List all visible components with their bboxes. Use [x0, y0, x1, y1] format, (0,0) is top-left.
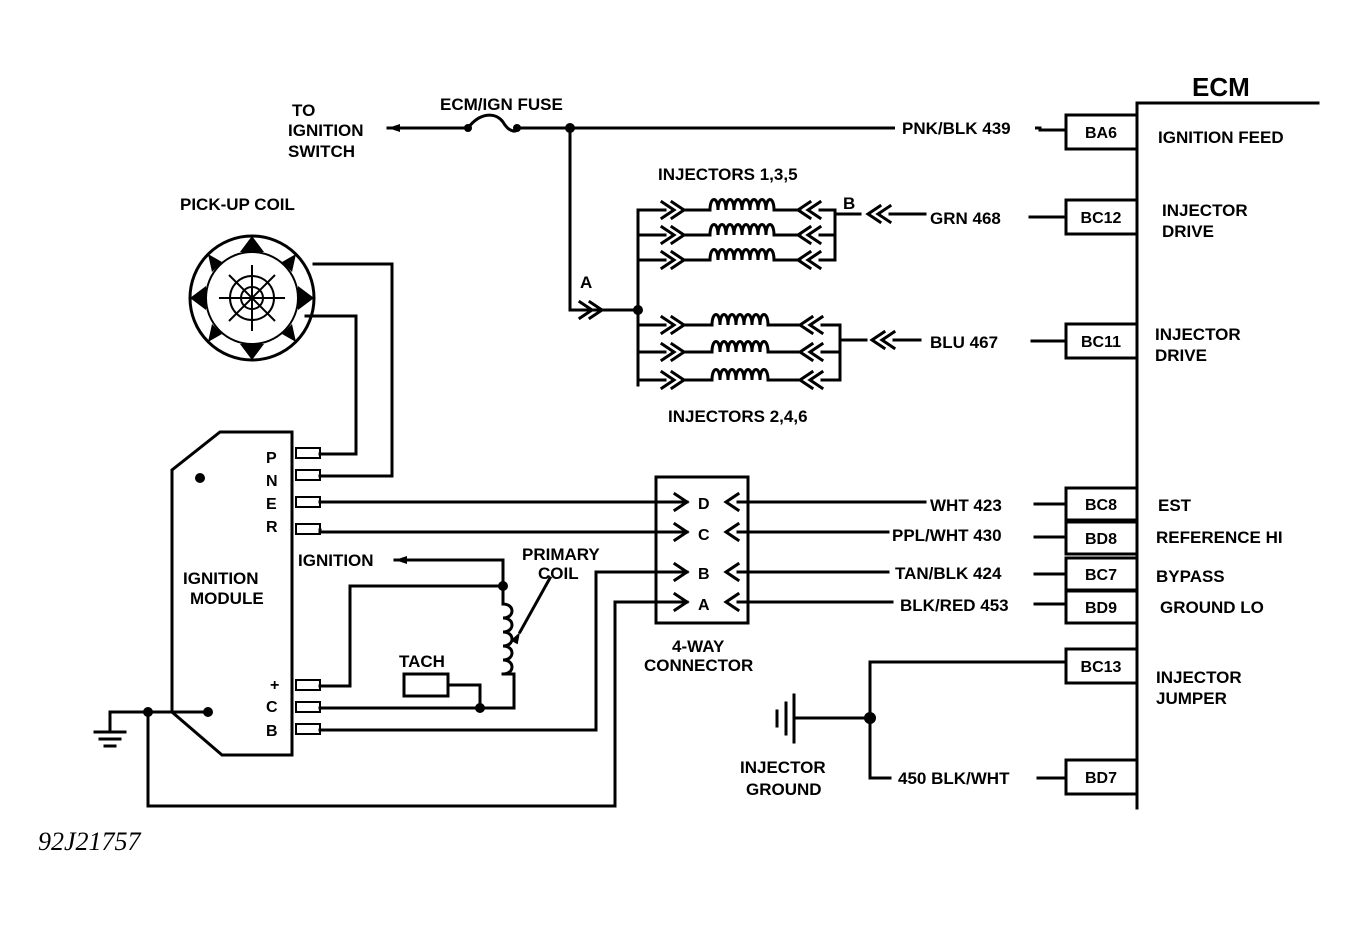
- connector-name-line-1: 4-WAY: [672, 637, 725, 656]
- pin-bc12-label: BC12: [1081, 210, 1122, 227]
- primary-coil-line-2: COIL: [538, 564, 579, 583]
- connector-pin-c: C: [698, 527, 710, 544]
- connector-ecm-wires: WHT 423 PPL/WHT 430 TAN/BLK 424 BLK/RED …: [736, 496, 1068, 615]
- pin-bc13-function-2: JUMPER: [1156, 689, 1227, 708]
- pin-bc11-label: BC11: [1081, 334, 1121, 351]
- module-pin-e: E: [266, 496, 277, 513]
- pin-bd9-function: GROUND LO: [1160, 598, 1264, 617]
- injectors-135-label: INJECTORS 1,3,5: [658, 165, 798, 184]
- ecm-pin-bc8: BC8 EST: [1064, 486, 1192, 522]
- pin-ba6-function: IGNITION FEED: [1158, 128, 1284, 147]
- pin-bc11-function-1: INJECTOR: [1155, 325, 1241, 344]
- pin-bd7-label: BD7: [1085, 770, 1117, 787]
- wire-tan-blk-424: TAN/BLK 424: [895, 564, 1002, 583]
- module-pin-n: N: [266, 473, 278, 490]
- wire-ppl-wht-430: PPL/WHT 430: [892, 526, 1002, 545]
- module-pin-c: C: [266, 699, 278, 716]
- to-ignition-line-1: TO: [292, 101, 315, 120]
- four-way-connector: D C B A 4-WAY CONNECTOR: [644, 475, 753, 675]
- fuse-symbol: [465, 113, 520, 133]
- pin-ba6-label: BA6: [1085, 125, 1117, 142]
- injector-ground-line-2: GROUND: [746, 780, 822, 799]
- pin-bc8-label: BC8: [1085, 497, 1117, 514]
- ignition-module-line-1: IGNITION: [183, 569, 259, 588]
- ignition-module: IGNITION MODULE P N E R + C B: [170, 430, 321, 757]
- module-pin-b: B: [266, 723, 278, 740]
- splice-a-connector: [577, 299, 605, 321]
- primary-coil-line-1: PRIMARY: [522, 545, 600, 564]
- connector-pin-a: A: [698, 597, 710, 614]
- ecm-pin-bc13: BC13 INJECTOR JUMPER: [1064, 647, 1242, 708]
- ignition-output-label: IGNITION: [298, 551, 374, 570]
- pickup-coil-label: PICK-UP COIL: [180, 195, 295, 214]
- pin-bc13-label: BC13: [1081, 659, 1122, 676]
- splice-a-label: A: [580, 273, 592, 292]
- ignition-feed-circuit: A TO IGNITION SWITCH ECM/IGN FUSE PNK/BL…: [288, 95, 1068, 321]
- pin-bd8-function: REFERENCE HI: [1156, 528, 1283, 547]
- injectors-246-bank: BLU 467 INJECTORS 2,4,6: [633, 305, 1068, 426]
- figure-id: 92J21757: [38, 827, 142, 856]
- injectors-135-bank: INJECTORS 1,3,5 B GRN 468: [636, 165, 1068, 387]
- tach-label: TACH: [399, 652, 445, 671]
- connector-pin-b: B: [698, 566, 710, 583]
- primary-coil-winding: [501, 602, 514, 676]
- splice-b-label: B: [843, 194, 855, 213]
- pin-bd9-label: BD9: [1085, 600, 1117, 617]
- ignition-module-line-2: MODULE: [190, 589, 264, 608]
- ecm-pin-bc12: BC12 INJECTOR DRIVE: [1064, 198, 1248, 241]
- pin-bc8-function: EST: [1158, 496, 1192, 515]
- module-pin-p: P: [266, 450, 277, 467]
- ecm-pin-bd9: BD9 GROUND LO: [1064, 589, 1264, 625]
- ecm-pin-ba6: BA6 IGNITION FEED: [1064, 113, 1284, 151]
- pin-bc13-function-1: INJECTOR: [1156, 668, 1242, 687]
- ecm-title: ECM: [1192, 72, 1250, 102]
- pin-bc12-function-1: INJECTOR: [1162, 201, 1248, 220]
- wire-blu-467: BLU 467: [930, 333, 998, 352]
- connector-pin-d: D: [698, 496, 710, 513]
- ecm-pin-bd7: BD7: [1064, 758, 1139, 796]
- ecm-pin-bc11: BC11 INJECTOR DRIVE: [1064, 322, 1241, 365]
- to-ignition-line-2: IGNITION: [288, 121, 364, 140]
- pickup-coil: PICK-UP COIL: [180, 195, 394, 478]
- ecm-pin-bd8: BD8 REFERENCE HI: [1064, 520, 1283, 556]
- module-pin-plus: +: [270, 677, 279, 694]
- connector-name-line-2: CONNECTOR: [644, 656, 753, 675]
- fuse-label: ECM/IGN FUSE: [440, 95, 563, 114]
- to-ignition-line-3: SWITCH: [288, 142, 355, 161]
- pin-bc7-function: BYPASS: [1156, 567, 1225, 586]
- module-pin-r: R: [266, 519, 278, 536]
- wire-pnk-blk-439: PNK/BLK 439: [902, 119, 1011, 138]
- pin-bc7-label: BC7: [1085, 567, 1117, 584]
- pin-bd8-label: BD8: [1085, 531, 1117, 548]
- pin-bc12-function-2: DRIVE: [1162, 222, 1214, 241]
- tach-box: [402, 672, 450, 698]
- injector-ground-line-1: INJECTOR: [740, 758, 826, 777]
- injector-ground-circuit: 450 BLK/WHT INJECTOR GROUND: [740, 660, 1068, 799]
- module-wiring: IGNITION PRIMARY COIL TACH: [93, 500, 677, 808]
- wire-blk-red-453: BLK/RED 453: [900, 596, 1009, 615]
- wire-450-blk-wht: 450 BLK/WHT: [898, 769, 1010, 788]
- pin-bc11-function-2: DRIVE: [1155, 346, 1207, 365]
- ecm-pin-bc7: BC7 BYPASS: [1064, 556, 1225, 592]
- wire-wht-423: WHT 423: [930, 496, 1002, 515]
- wire-grn-468: GRN 468: [930, 209, 1001, 228]
- injectors-246-label: INJECTORS 2,4,6: [668, 407, 808, 426]
